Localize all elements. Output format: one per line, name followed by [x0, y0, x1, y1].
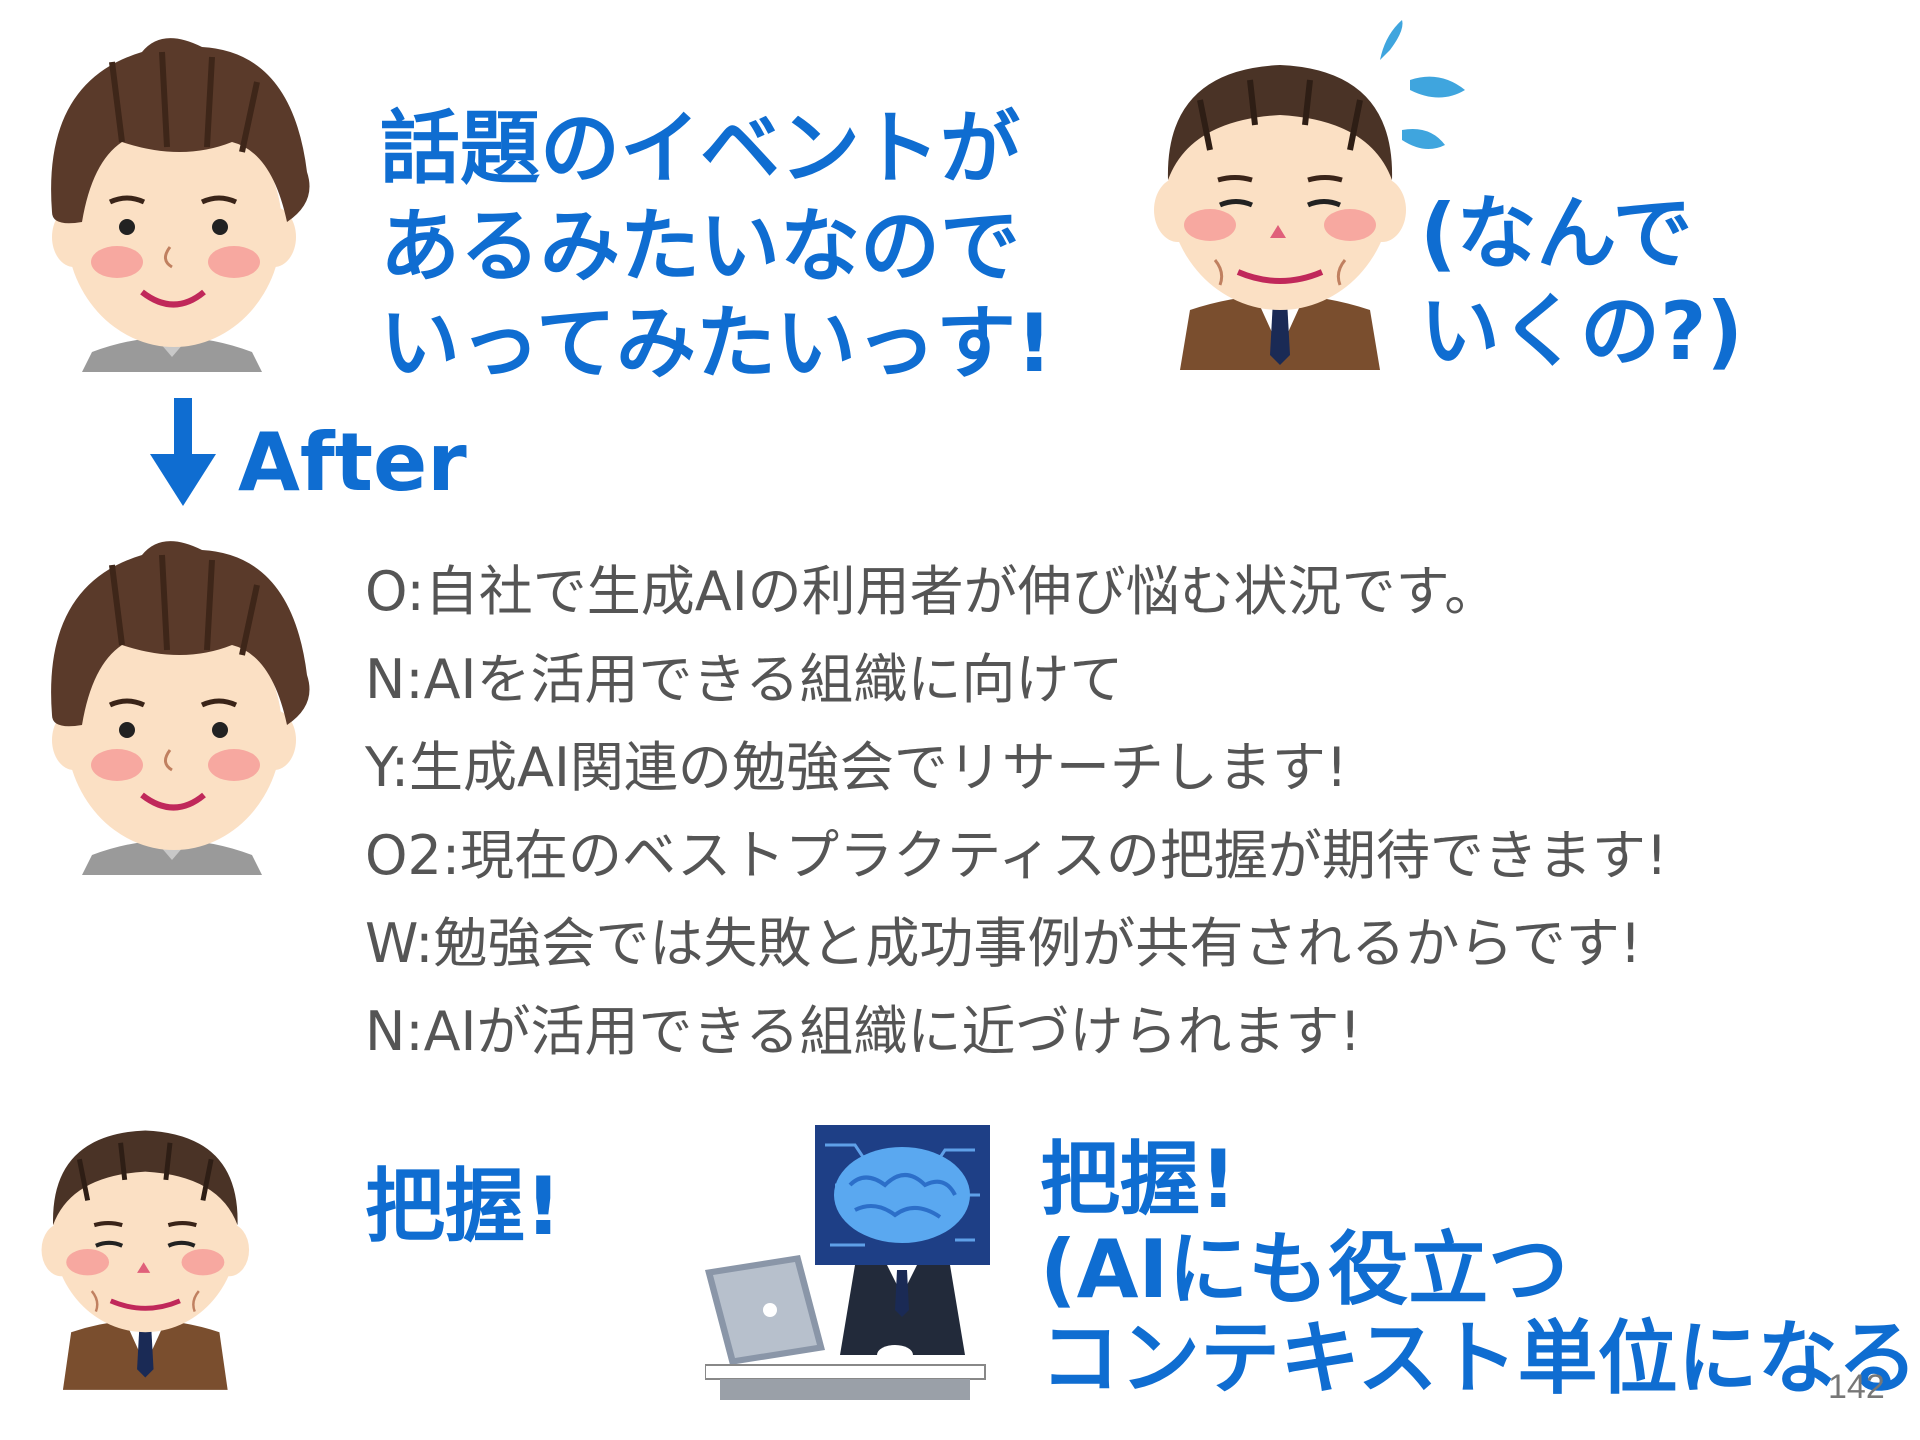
onywn-line-n2: N:AIが活用できる組織に近づけられます!	[365, 1000, 1362, 1063]
onywn-line-w: W:勉強会では失敗と成功事例が共有されるからです!	[365, 912, 1642, 975]
speech-young-man: 話題のイベントが あるみたいなので いってみたいっす!	[380, 100, 1052, 393]
speech-line: いってみたいっす!	[380, 297, 1053, 391]
onywn-list: O:自社で生成AIの利用者が伸び悩む状況です。 N:AIを活用できる組織に向けて…	[365, 548, 1668, 1076]
onywn-line-n: N:AIを活用できる組織に向けて	[365, 648, 1124, 711]
young-man-illustration-top	[22, 22, 332, 372]
reaction-ai-line: (AIにも役立つ	[1040, 1222, 1569, 1316]
speech-line: 話題のイベントが	[380, 102, 1020, 195]
speech-line: あるみたいなので	[380, 199, 1020, 293]
older-man-illustration-top	[1140, 10, 1480, 370]
reaction-ai: 把握! (AIにも役立つ コンテキスト単位になる)	[1040, 1135, 1920, 1404]
onywn-line-o: O:自社で生成AIの利用者が伸び悩む状況です。	[365, 560, 1499, 623]
reaction-ai-line: 把握!	[1040, 1133, 1237, 1226]
older-man-illustration-bottom	[30, 1085, 310, 1390]
onywn-line-y: Y:生成AI関連の勉強会でリサーチします!	[365, 736, 1348, 799]
sweat-icon	[1380, 20, 1403, 60]
reaction-boss: 把握!	[365, 1160, 562, 1253]
page-number: 142	[1828, 1368, 1885, 1406]
onywn-line-o2: O2:現在のベストプラクティスの把握が期待できます!	[365, 824, 1668, 887]
reaction-ai-line: コンテキスト単位になる)	[1040, 1312, 1920, 1406]
speech-line: (なんで	[1420, 187, 1693, 280]
ai-brain-robot-illustration	[705, 1125, 1000, 1400]
young-man-illustration-middle	[22, 525, 332, 875]
down-arrow-icon	[148, 398, 218, 508]
after-label: After	[238, 416, 467, 509]
speech-line: いくの?)	[1420, 284, 1743, 378]
speech-older-man: (なんで いくの?)	[1420, 185, 1743, 380]
